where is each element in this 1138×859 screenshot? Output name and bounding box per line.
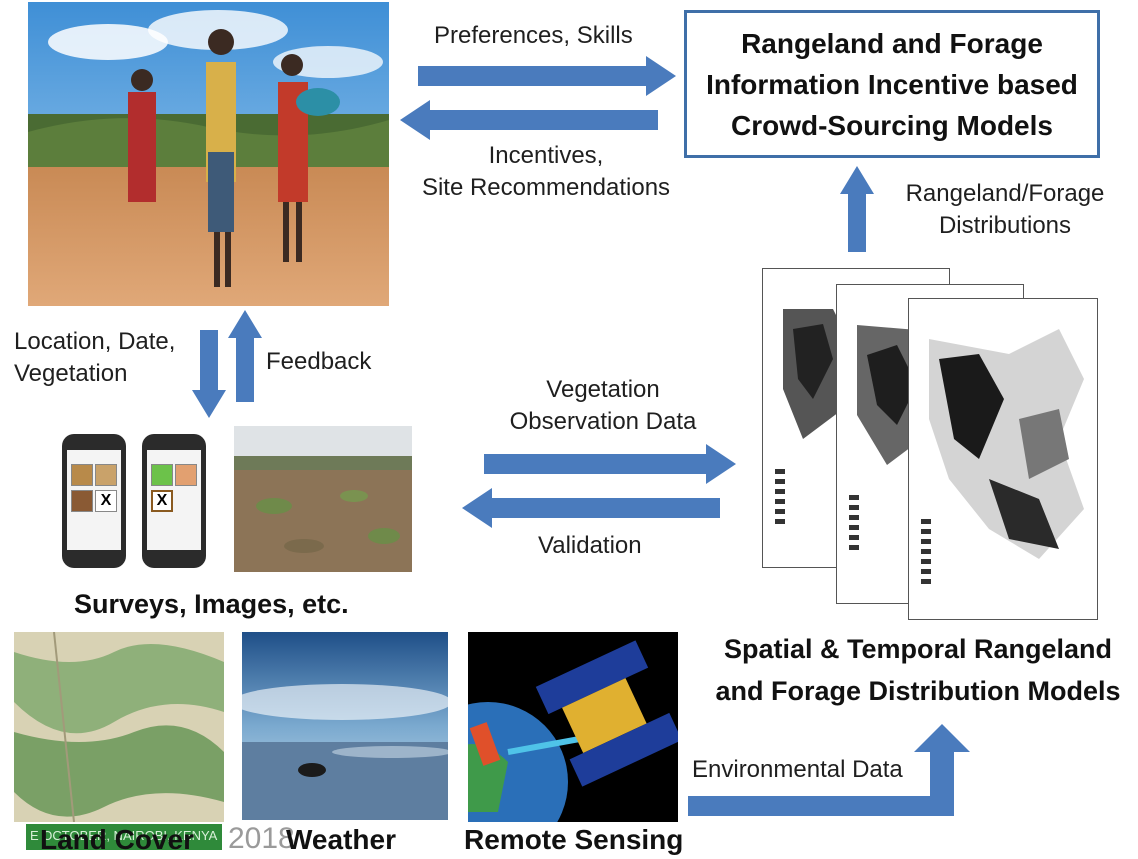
weather-label: Weather <box>286 824 396 855</box>
arrow-right-icon <box>484 444 736 484</box>
arrow-up-icon <box>228 310 262 402</box>
distribution-models-caption: Spatial & Temporal Rangeland and Forage … <box>715 634 1121 706</box>
remote-sensing-label: Remote Sensing <box>464 824 684 855</box>
land-cover-label: Land Cover <box>40 824 195 855</box>
rangeland-distributions-label: Rangeland/Forage Distributions <box>905 180 1105 239</box>
field-photo <box>234 426 412 572</box>
crowd-sourcing-model-title: Rangeland and Forage Information Incenti… <box>706 27 1078 141</box>
map-icon <box>908 298 1098 620</box>
arrow-left-icon <box>462 488 720 528</box>
herders-photo <box>28 2 389 306</box>
environmental-data-arrow-icon <box>688 724 970 816</box>
weather-image <box>242 632 448 820</box>
land-cover-image <box>14 632 224 822</box>
surveys-caption: Surveys, Images, etc. <box>74 589 349 619</box>
incentives-label: Incentives, Site Recommendations <box>421 142 671 201</box>
environmental-data-label: Environmental Data <box>692 756 903 783</box>
location-date-vegetation-label: Location, Date, Vegetation <box>14 328 176 387</box>
satellite-icon <box>468 632 678 822</box>
vegetation-observation-label: Vegetation Observation Data <box>509 376 697 435</box>
preferences-skills-label: Preferences, Skills <box>434 22 633 49</box>
phone-icon: X <box>62 434 126 568</box>
phone-icon: X <box>142 434 206 568</box>
arrow-right-icon <box>418 56 676 96</box>
crowd-sourcing-model-box: Rangeland and Forage Information Incenti… <box>684 10 1100 158</box>
arrow-left-icon <box>400 100 658 140</box>
arrow-up-icon <box>840 166 874 252</box>
validation-label: Validation <box>538 532 642 559</box>
watermark-year: 2018 <box>228 822 295 855</box>
watermark-banner: E OCTOBER, NAIROBI, KENYA <box>30 828 218 843</box>
arrow-down-icon <box>192 330 226 418</box>
feedback-label: Feedback <box>266 348 372 375</box>
conference-watermark <box>26 824 222 850</box>
